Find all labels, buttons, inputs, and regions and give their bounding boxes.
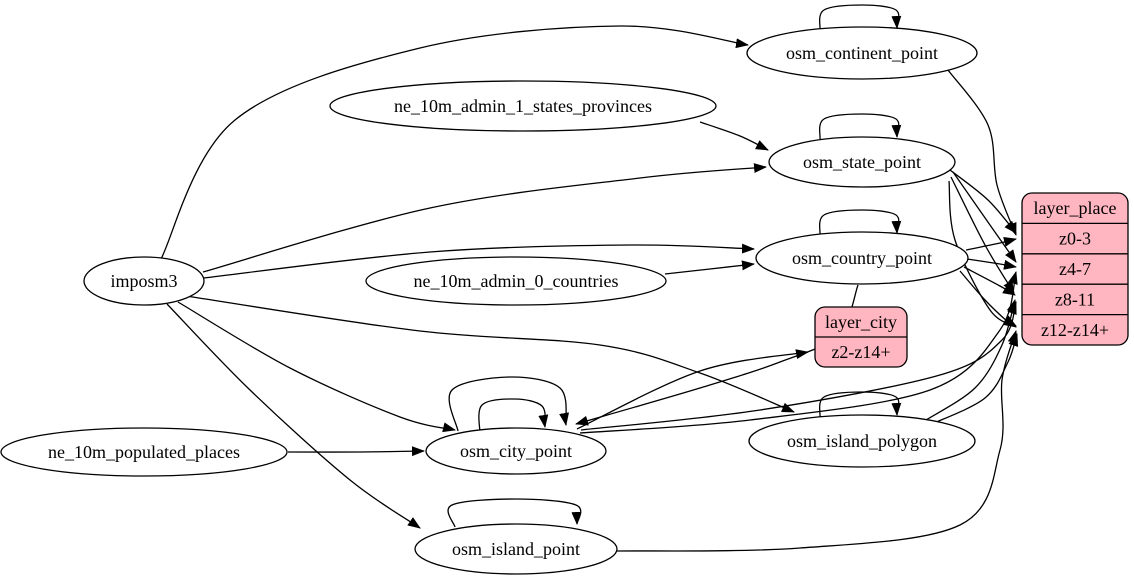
node-osm_continent_point: osm_continent_point bbox=[746, 26, 978, 80]
edge-osm_country_point-to-osm_country_point bbox=[818, 209, 902, 236]
node-osm_state_point: osm_state_point bbox=[768, 136, 956, 188]
imposm3-label: imposm3 bbox=[110, 271, 177, 291]
edge-osm_state_point-to-layer_place:z0-3 bbox=[949, 169, 1017, 234]
edge-osm_city_point-to-layer_place:z4-7 bbox=[579, 271, 1018, 434]
edge-osm_continent_point-to-layer_place:z0-3 bbox=[947, 69, 1017, 236]
osm_island_point-ellipse bbox=[414, 523, 618, 575]
edge-ne_10m_admin_1_states_provinces-to-osm_state_point bbox=[699, 121, 769, 151]
node-osm_country_point: osm_country_point bbox=[755, 231, 969, 285]
osm_island_polygon-label: osm_island_polygon bbox=[787, 431, 937, 451]
layer_city-row-layer_city: layer_city bbox=[825, 312, 897, 332]
edge-osm_state_point-to-layer_place:z8-11 bbox=[950, 176, 1015, 294]
layer_city-row-z2-z14+: z2-z14+ bbox=[831, 342, 890, 362]
edge-osm_island_polygon-to-layer_place:z8-11 bbox=[925, 299, 1017, 421]
ne_10m_admin_1_states_provinces-ellipse bbox=[329, 80, 717, 132]
osm_continent_point-label: osm_continent_point bbox=[786, 43, 938, 63]
edge-osm_city_point-to-osm_city_point bbox=[448, 376, 570, 432]
edge-osm_state_point-to-layer_place:z4-7 bbox=[952, 171, 1017, 263]
node-ne_10m_populated_places: ne_10m_populated_places bbox=[0, 427, 288, 477]
layer_place-row-layer_place: layer_place bbox=[1034, 198, 1117, 218]
edge-osm_continent_point-to-osm_continent_point bbox=[818, 4, 902, 31]
osm_country_point-label: osm_country_point bbox=[792, 248, 932, 268]
node-ne_10m_admin_0_countries: ne_10m_admin_0_countries bbox=[365, 256, 667, 306]
layer_place-row-z0-3: z0-3 bbox=[1059, 229, 1091, 249]
ne_10m_admin_0_countries-label: ne_10m_admin_0_countries bbox=[414, 271, 619, 291]
edge-osm_country_point-to-layer_place:z8-11 bbox=[963, 266, 1016, 296]
ne_10m_admin_1_states_provinces-label: ne_10m_admin_1_states_provinces bbox=[394, 96, 652, 116]
edge-osm_city_point-to-osm_city_point bbox=[478, 398, 549, 435]
edge-osm_city_point-to-layer_place:z8-11 bbox=[580, 301, 1017, 431]
edge-osm_state_point-to-osm_state_point bbox=[818, 113, 902, 140]
edge-ne_10m_populated_places-to-osm_city_point bbox=[287, 446, 425, 457]
edge-imposm3-to-osm_island_polygon bbox=[185, 295, 795, 413]
edge-imposm3-to-osm_state_point bbox=[202, 163, 767, 273]
nodes-layer: imposm3 ne_10m_admin_1_states_provincesne… bbox=[0, 26, 1129, 575]
osm_country_point-ellipse bbox=[755, 231, 969, 285]
node-ne_10m_admin_1_states_provinces: ne_10m_admin_1_states_provinces bbox=[329, 80, 717, 132]
osm_state_point-label: osm_state_point bbox=[803, 152, 921, 172]
osm_state_point-ellipse bbox=[768, 136, 956, 188]
edge-osm_country_point-to-layer_place:z0-3 bbox=[965, 237, 1017, 251]
imposm3-ellipse bbox=[83, 256, 205, 306]
edge-ne_10m_admin_0_countries-to-osm_country_point bbox=[664, 260, 755, 275]
node-osm_island_point: osm_island_point bbox=[414, 523, 618, 575]
node-layer_place: layer_place z0-3 z4-7 z8-11 z12-z14+ bbox=[1021, 192, 1129, 346]
osm_city_point-ellipse bbox=[425, 427, 607, 475]
layer_place-row-z8-11: z8-11 bbox=[1055, 289, 1095, 309]
osm_city_point-label: osm_city_point bbox=[460, 441, 572, 461]
edge-imposm3-to-osm_continent_point bbox=[160, 25, 749, 260]
layer_place-box bbox=[1021, 192, 1129, 346]
edge-osm_city_point-to-layer_city:z2-z14+ bbox=[576, 349, 809, 430]
edge-osm_island_polygon-to-layer_place:z12-z14+ bbox=[931, 333, 1019, 425]
osm_continent_point-ellipse bbox=[746, 26, 978, 80]
ne_10m_populated_places-label: ne_10m_populated_places bbox=[48, 442, 240, 462]
osm_island_point-label: osm_island_point bbox=[452, 539, 580, 559]
osm_island_polygon-ellipse bbox=[748, 414, 976, 468]
ne_10m_admin_0_countries-ellipse bbox=[365, 256, 667, 306]
node-osm_island_polygon: osm_island_polygon bbox=[748, 414, 976, 468]
edge-osm_island_polygon-to-osm_island_polygon bbox=[818, 391, 902, 418]
edge-imposm3-to-osm_country_point bbox=[203, 243, 755, 279]
edge-osm_country_point-to-layer_place:z12-z14+ bbox=[959, 270, 1017, 328]
edge-osm_country_point-to-layer_place:z4-7 bbox=[966, 258, 1017, 270]
node-osm_city_point: osm_city_point bbox=[425, 427, 607, 475]
edge-osm_island_point-to-osm_island_point bbox=[447, 498, 582, 528]
node-layer_city: layer_city z2-z14+ bbox=[814, 306, 908, 368]
layer_place-row-z4-7: z4-7 bbox=[1059, 259, 1091, 279]
edge-imposm3-to-osm_island_point bbox=[166, 303, 421, 529]
ne_10m_populated_places-ellipse bbox=[0, 427, 288, 477]
edge-osm_island_point-to-layer_place:z12-z14+ bbox=[616, 330, 1018, 552]
node-imposm3: imposm3 bbox=[83, 256, 205, 306]
edge-imposm3-to-osm_city_point bbox=[177, 301, 456, 433]
layer_place-row-z12-z14+: z12-z14+ bbox=[1041, 320, 1109, 340]
